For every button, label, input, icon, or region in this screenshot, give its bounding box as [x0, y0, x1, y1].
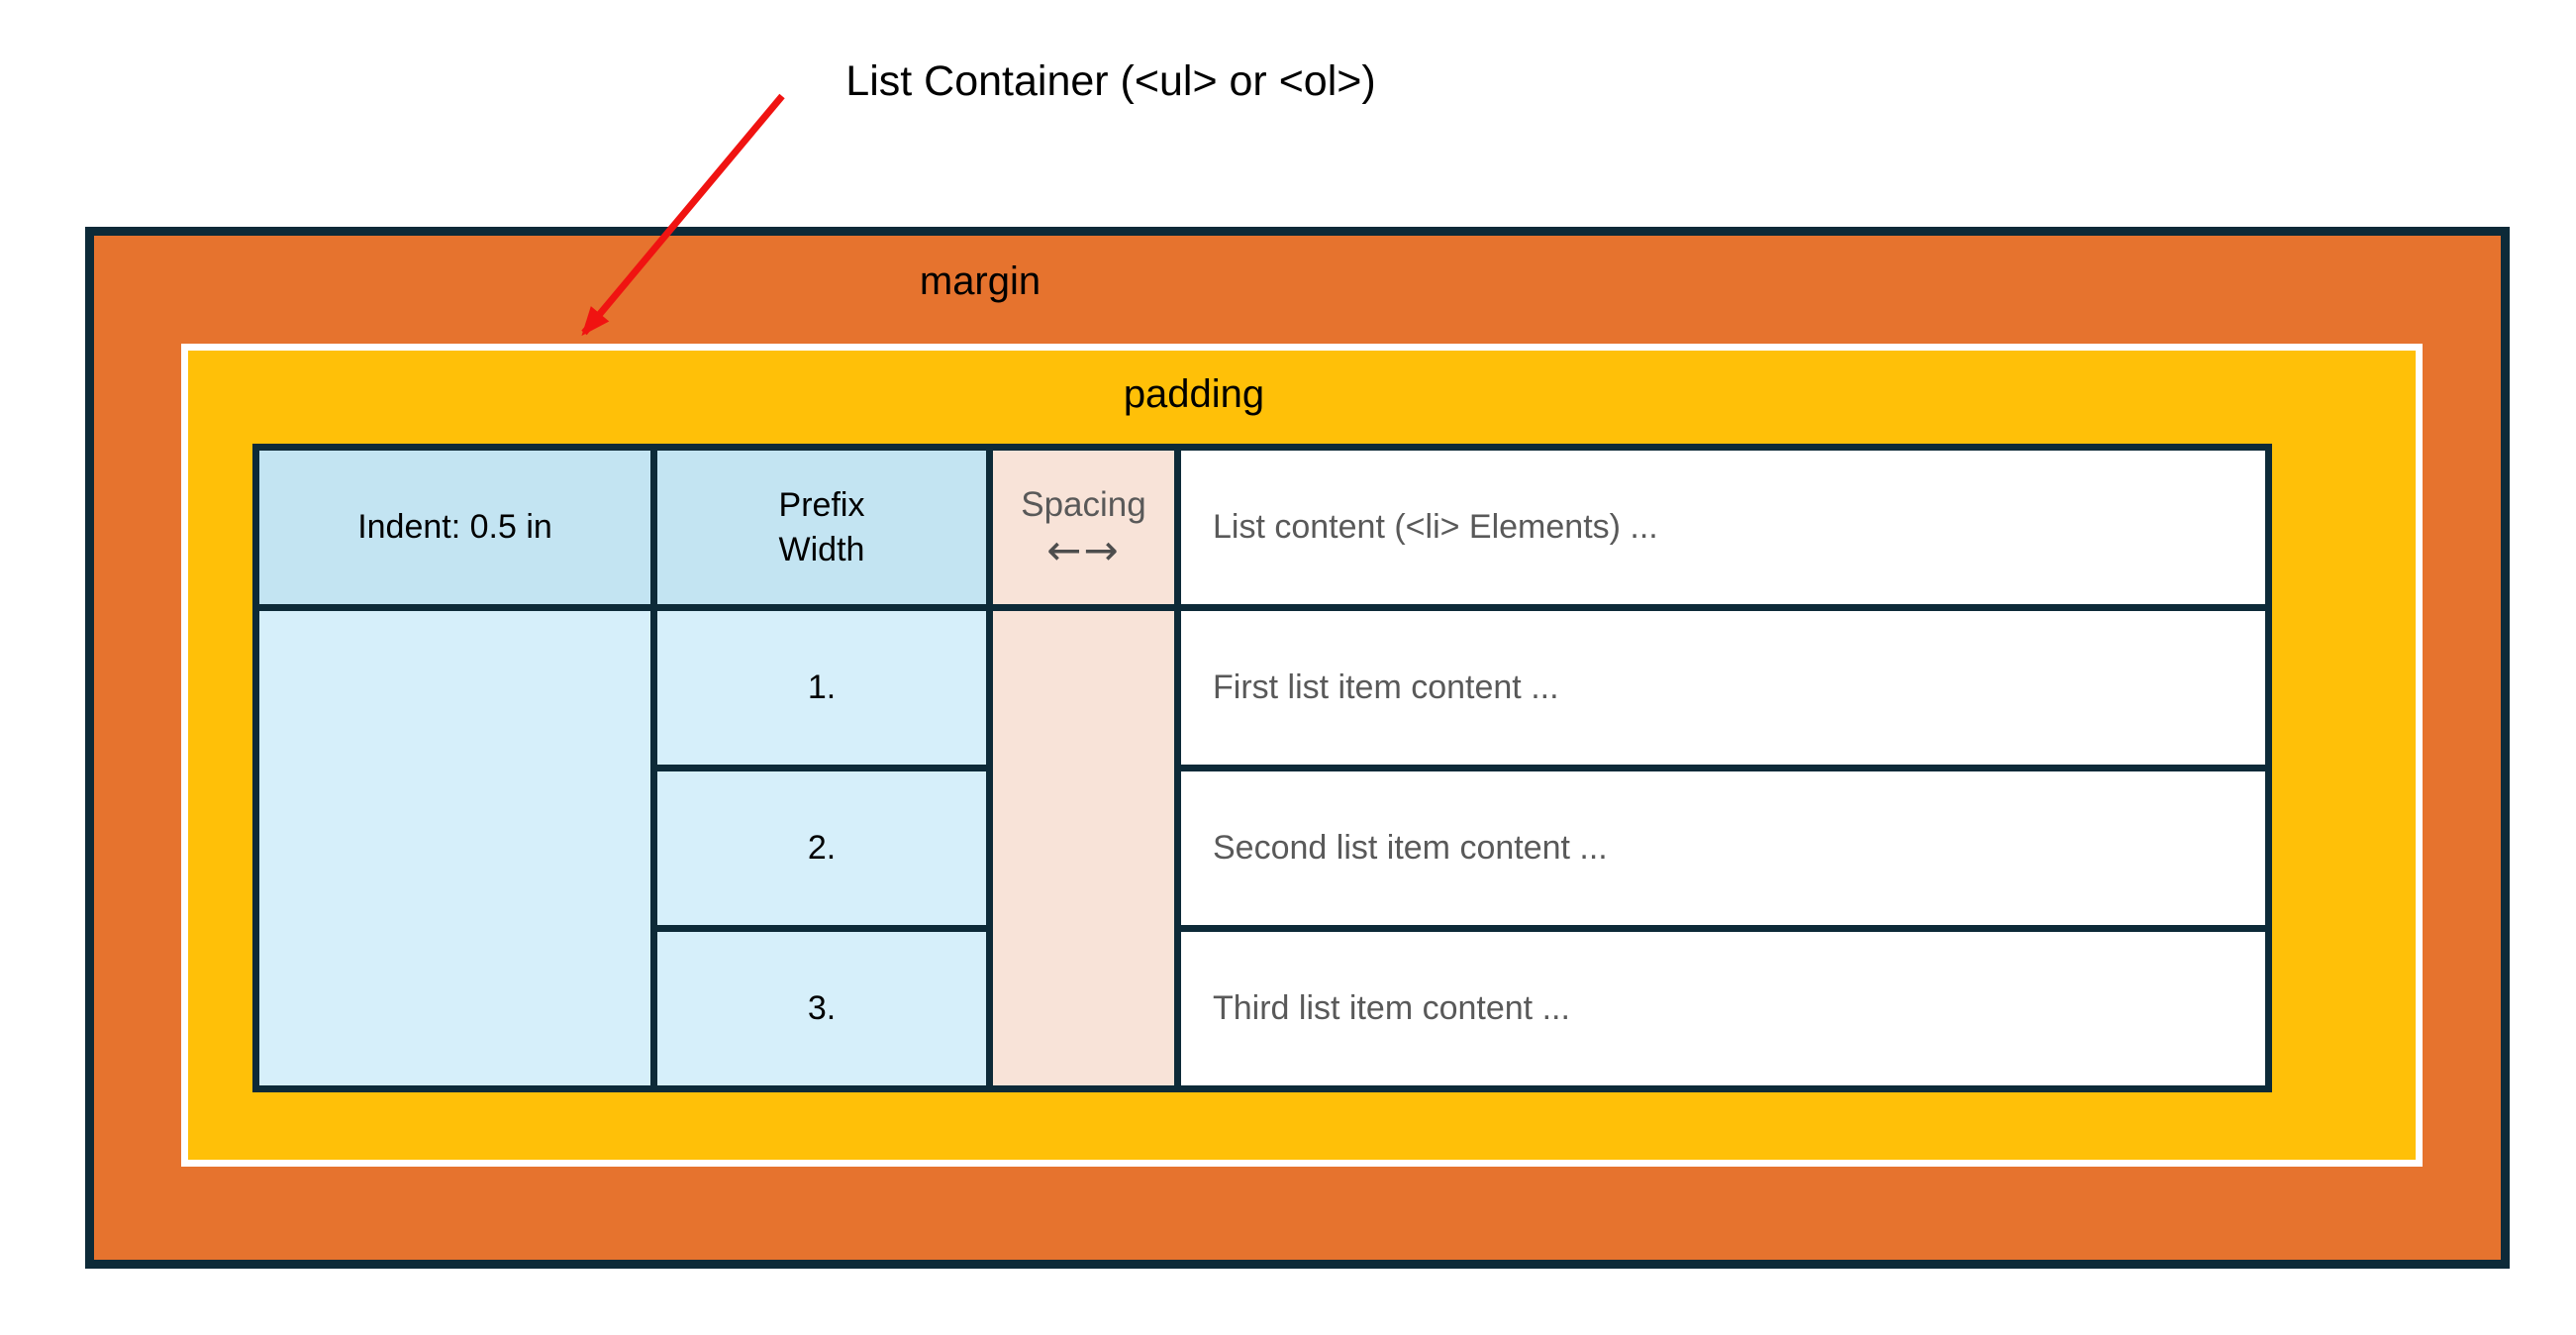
header-cell-prefix-width: Prefix Width: [657, 451, 986, 604]
list-item-content-cell: First list item content ...: [1181, 611, 2265, 765]
list-item-content-cell: Second list item content ...: [1181, 771, 2265, 925]
prefix-cell: 1.: [657, 611, 986, 765]
list-box-model-table: Indent: 0.5 in Prefix Width Spacing ←→ L…: [252, 444, 2272, 1092]
left-right-arrows-icon: ←→: [1046, 525, 1121, 574]
prefix-cell: 2.: [657, 771, 986, 925]
padding-label: padding: [1123, 372, 1265, 416]
diagram-title: List Container (<ul> or <ol>): [845, 57, 1376, 105]
header-cell-list-content: List content (<li> Elements) ...: [1181, 451, 2265, 604]
indent-area-cell: [259, 611, 650, 1085]
prefix-cell: 3.: [657, 932, 986, 1085]
margin-label: margin: [919, 259, 1041, 303]
spacing-area-cell: [993, 611, 1174, 1085]
header-cell-spacing: Spacing ←→: [993, 451, 1174, 604]
spacing-label: Spacing: [1021, 484, 1146, 524]
header-cell-indent: Indent: 0.5 in: [259, 451, 650, 604]
list-item-content-cell: Third list item content ...: [1181, 932, 2265, 1085]
